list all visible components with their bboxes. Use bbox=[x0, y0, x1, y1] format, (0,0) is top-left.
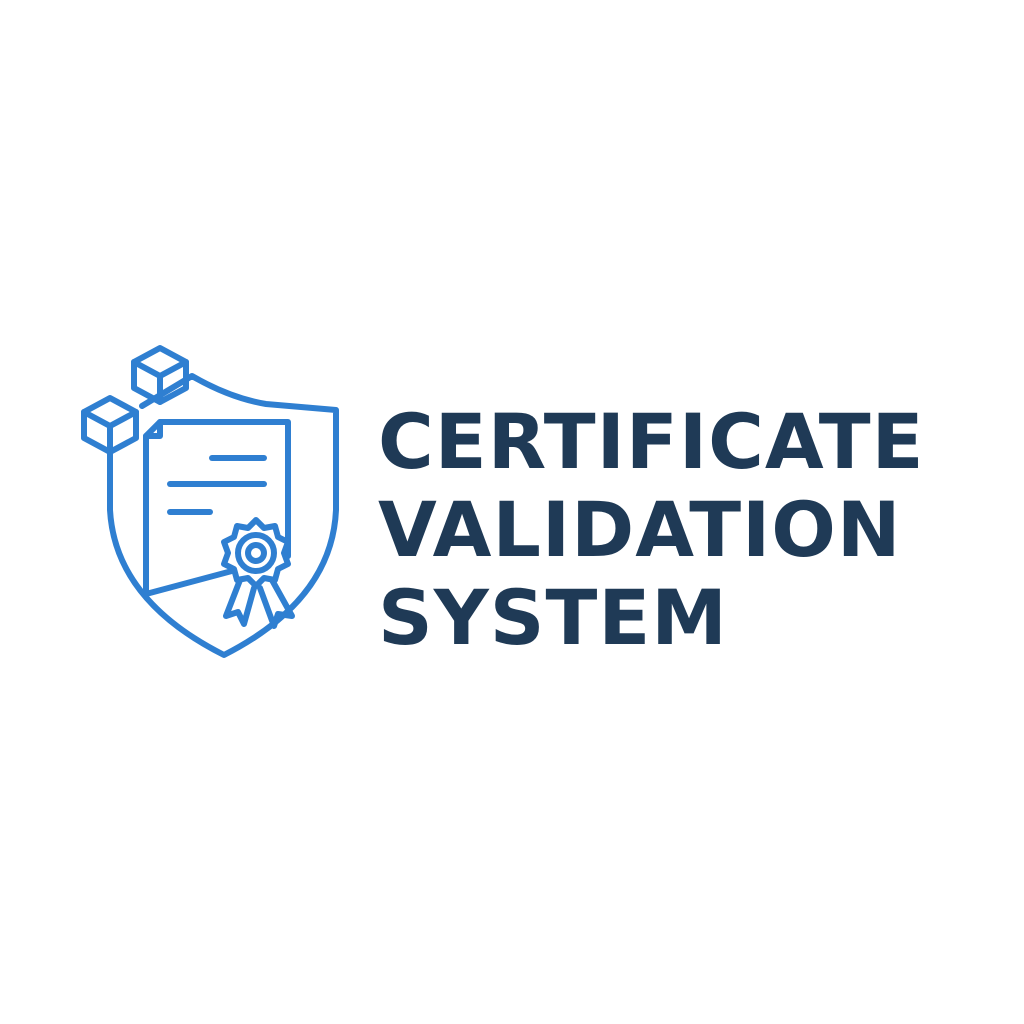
shield-certificate-blockchain-icon bbox=[70, 330, 360, 670]
document-icon bbox=[143, 419, 291, 597]
blockchain-cube-icon bbox=[81, 395, 139, 455]
wordmark-line-1: CERTIFICATE bbox=[378, 397, 925, 486]
award-ribbon-icon bbox=[221, 517, 295, 629]
wordmark-line-3: SYSTEM bbox=[378, 573, 728, 662]
wordmark-line-2: VALIDATION bbox=[378, 485, 902, 574]
blockchain-cube-icon bbox=[131, 345, 189, 405]
wordmark: CERTIFICATE VALIDATION SYSTEM bbox=[378, 398, 978, 662]
